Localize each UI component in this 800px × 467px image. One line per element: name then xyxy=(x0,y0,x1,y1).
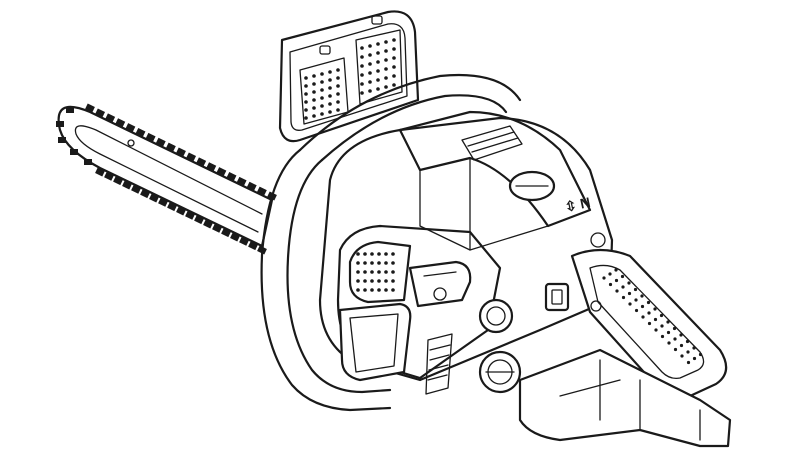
on-off-switch xyxy=(544,282,570,312)
front-hand-guard xyxy=(278,10,420,143)
access-plate xyxy=(338,302,412,382)
chainsaw-base xyxy=(518,348,732,448)
starter-grille xyxy=(348,240,472,308)
vent-slots xyxy=(425,333,453,395)
grip-pad-texture xyxy=(304,38,396,120)
guide-bar xyxy=(57,105,274,248)
housing-marking: ⇳ N xyxy=(563,194,591,215)
front-handle xyxy=(260,73,522,412)
tensioner-knob xyxy=(478,298,514,334)
grille-texture xyxy=(356,252,395,292)
rear-handle-grip-texture xyxy=(602,268,703,365)
saw-chain xyxy=(56,103,277,255)
fuel-cap xyxy=(478,350,522,394)
